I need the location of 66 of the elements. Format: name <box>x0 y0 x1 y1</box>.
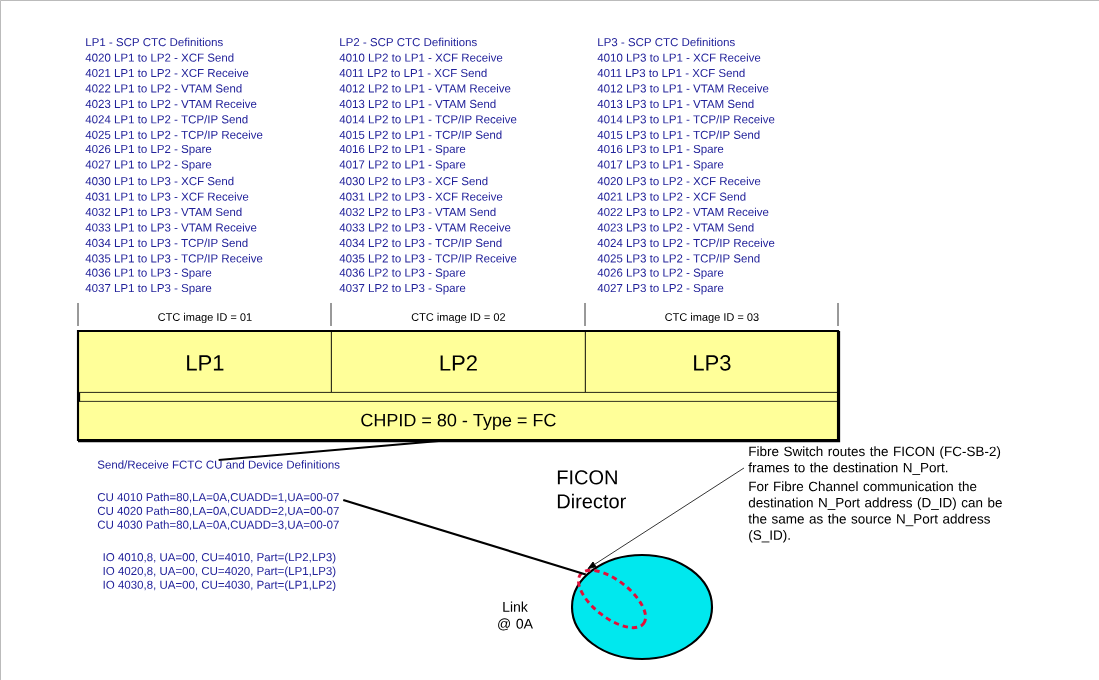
definition-line: 4021 LP3 to LP2 - XCF Send <box>597 192 746 201</box>
definition-line: 4017 LP2 to LP1 - Spare <box>339 160 466 171</box>
definition-line: 4017 LP3 to LP1 - Spare <box>597 160 724 171</box>
definition-line: 4032 LP1 to LP3 - VTAM Send <box>85 207 242 217</box>
definition-line: 4023 LP1 to LP2 - VTAM Receive <box>85 99 257 108</box>
definition-line: 4013 LP3 to LP1 - VTAM Send <box>597 99 754 108</box>
definition-line: 4037 LP1 to LP3 - Spare <box>85 284 212 295</box>
definition-line: 4031 LP2 to LP3 - XCF Receive <box>339 192 503 201</box>
definition-line: 4013 LP2 to LP1 - VTAM Send <box>339 99 496 108</box>
definition-line: 4026 LP3 to LP2 - Spare <box>597 268 724 279</box>
partition-cell: LP2 <box>331 331 586 393</box>
definition-line: 4014 LP3 to LP1 - TCP/IP Receive <box>597 114 775 124</box>
definition-line: 4024 LP1 to LP2 - TCP/IP Send <box>85 114 248 124</box>
definition-line: 4034 LP2 to LP3 - TCP/IP Send <box>339 238 502 247</box>
note-text: Fibre Switch routes the FICON (FC-SB-2) frames to the destination N_Port. For Fibre Channel communication the destination N_Port address (D_ID) can be the same as the source N_Port address (S_ID). <box>748 446 1002 543</box>
definition-line: 4015 LP3 to LP1 - TCP/IP Send <box>597 130 760 139</box>
definition-line: 4010 LP2 to LP1 - XCF Receive <box>339 53 503 62</box>
definition-line: 4020 LP1 to LP2 - XCF Send <box>85 53 234 62</box>
definition-line: 4022 LP3 to LP2 - VTAM Receive <box>597 207 769 217</box>
link-line <box>342 498 587 576</box>
column-heading: LP1 - SCP CTC Definitions <box>86 37 223 47</box>
definition-line: 4012 LP3 to LP1 - VTAM Receive <box>597 84 769 93</box>
definition-line: 4010 LP3 to LP1 - XCF Receive <box>597 53 761 62</box>
image-id-label: CTC image ID = 01 <box>158 312 252 324</box>
column-heading: LP2 - SCP CTC Definitions <box>340 37 477 47</box>
definition-line: 4016 LP3 to LP1 - Spare <box>597 144 724 156</box>
director-heading: FICON Director <box>557 470 626 509</box>
definition-line: 4023 LP3 to LP2 - VTAM Send <box>597 223 754 232</box>
definition-line: 4031 LP1 to LP3 - XCF Receive <box>85 192 249 201</box>
definition-line: 4027 LP3 to LP2 - Spare <box>597 284 724 295</box>
channel-path-band: CHPID = 80 - Type = FC <box>78 401 839 441</box>
leader-arrow <box>587 467 745 569</box>
definition-line: 4025 LP1 to LP2 - TCP/IP Receive <box>85 130 263 139</box>
definition-line: 4015 LP2 to LP1 - TCP/IP Send <box>339 130 502 139</box>
definition-line: 4024 LP3 to LP2 - TCP/IP Receive <box>597 238 775 247</box>
definition-line: 4025 LP3 to LP2 - TCP/IP Send <box>597 254 760 263</box>
definition-line: 4035 LP1 to LP3 - TCP/IP Receive <box>85 254 263 263</box>
definition-line: 4037 LP2 to LP3 - Spare <box>339 284 466 295</box>
definition-line: 4014 LP2 to LP1 - TCP/IP Receive <box>339 114 517 124</box>
link-label: Link @ 0A <box>498 601 533 631</box>
definition-line: 4012 LP2 to LP1 - VTAM Receive <box>339 84 511 93</box>
definition-line: 4020 LP3 to LP2 - XCF Receive <box>597 176 761 186</box>
image-id-label: CTC image ID = 03 <box>665 312 759 324</box>
definition-line: 4011 LP3 to LP1 - XCF Send <box>597 68 745 78</box>
definition-line: 4021 LP1 to LP2 - XCF Receive <box>85 68 249 78</box>
definition-line: 4036 LP1 to LP3 - Spare <box>85 268 212 279</box>
definition-line: 4027 LP1 to LP2 - Spare <box>85 160 212 171</box>
definition-line: 4026 LP1 to LP2 - Spare <box>85 144 212 156</box>
dashed-loop <box>577 568 647 630</box>
link-line <box>218 439 442 462</box>
definition-line: 4030 LP2 to LP3 - XCF Send <box>339 176 488 186</box>
partition-cell: LP1 <box>78 331 332 393</box>
definition-line: 4036 LP2 to LP3 - Spare <box>339 268 466 279</box>
definition-line: 4032 LP2 to LP3 - VTAM Send <box>339 207 496 217</box>
definitions-text: Send/Receive FCTC CU and Device Definitions CU 4010 Path=80,LA=0A,CUADD=1,UA=00-07 CU 4020 Path=80,LA=0A,CUADD=2,UA=00-07 CU 4030 Path=80,LA=0A,CUADD=3,UA=00-07 IO 4010,8, UA=00, CU=4010, Part=(LP2,LP3) IO 4020,8, UA=00, CU=4020, Part=(LP1,LP3) IO 4030,8, UA=00, CU=4030, Part=(LP1,LP2) <box>97 460 340 592</box>
definition-line: 4033 LP1 to LP3 - VTAM Receive <box>85 223 257 232</box>
image-id-label: CTC image ID = 02 <box>411 312 506 324</box>
definition-line: 4033 LP2 to LP3 - VTAM Receive <box>339 223 511 232</box>
definition-line: 4030 LP1 to LP3 - XCF Send <box>85 176 234 186</box>
partition-cell: LP3 <box>585 331 839 393</box>
definition-line: 4022 LP1 to LP2 - VTAM Send <box>85 84 242 93</box>
column-heading: LP3 - SCP CTC Definitions <box>598 37 735 47</box>
definition-line: 4034 LP1 to LP3 - TCP/IP Send <box>85 238 248 247</box>
definition-line: 4035 LP2 to LP3 - TCP/IP Receive <box>339 254 517 263</box>
definition-line: 4016 LP2 to LP1 - Spare <box>339 144 466 156</box>
definition-line: 4011 LP2 to LP1 - XCF Send <box>339 68 487 78</box>
